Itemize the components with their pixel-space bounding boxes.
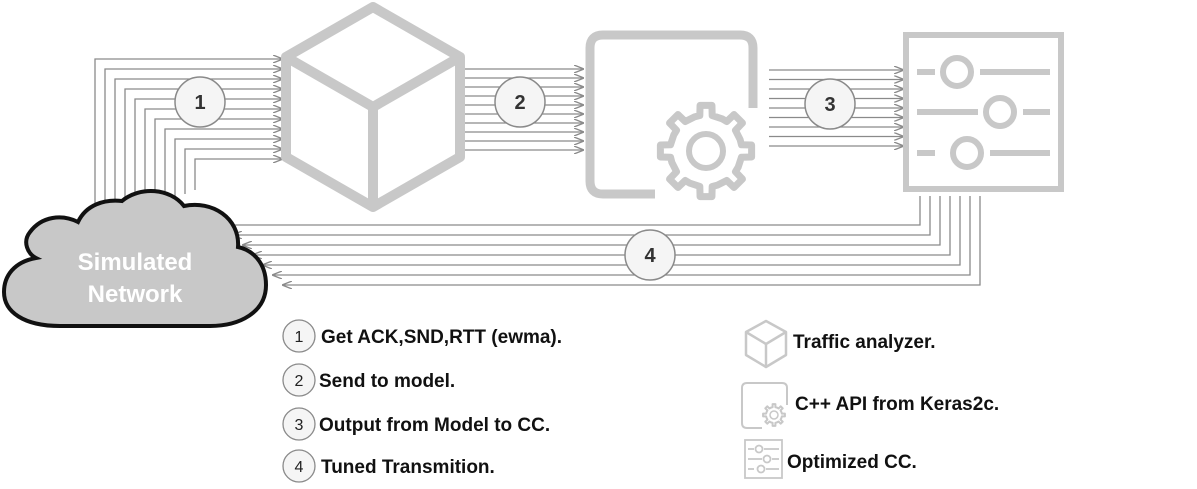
connector-line (154, 119, 282, 206)
legend-gear-text: C++ API from Keras2c. (795, 394, 999, 415)
gear-outline (762, 403, 786, 427)
cloud-label-line2: Network (88, 281, 183, 308)
connector-line (124, 89, 282, 218)
flow-step-1: 1 (174, 76, 226, 128)
flow-step-3-number: 3 (824, 94, 835, 116)
cloud-label-line1: Simulated (78, 249, 193, 276)
legend-step-1-number: 1 (295, 329, 304, 346)
legend-step-3: 3 Output from Model to CC. (282, 407, 550, 441)
gear-box-icon (585, 30, 758, 201)
flow-step-1-number: 1 (194, 92, 205, 114)
flow-step-2-number: 2 (514, 92, 525, 114)
connector-line (253, 196, 951, 255)
connector-line (104, 69, 282, 226)
flow-step-4: 4 (624, 229, 676, 281)
legend-cube-item: Traffic analyzer. (744, 319, 936, 369)
legend-step-2-number: 2 (295, 373, 304, 390)
connector-line (114, 79, 282, 222)
cube-icon (744, 319, 788, 369)
legend-step-4: 4 Tuned Transmition. (282, 449, 495, 483)
connector-line (164, 129, 282, 202)
legend-icons: Traffic analyzer. C++ API from Keras2c. (741, 319, 999, 479)
connector-line (174, 139, 282, 198)
connector-line (134, 99, 282, 214)
cube-icon (281, 2, 465, 212)
connector-line (233, 196, 931, 235)
connector-line (94, 59, 282, 230)
legend-sliders-text: Optimized CC. (787, 452, 917, 473)
connector-line (273, 196, 971, 275)
connector-line (243, 196, 941, 245)
legend-cube-text: Traffic analyzer. (793, 332, 936, 353)
connector-line (223, 196, 921, 225)
gear-box-icon (741, 382, 788, 429)
connector-bundle-4 (223, 196, 981, 285)
connector-line (263, 196, 961, 265)
flow-step-2: 2 (494, 76, 546, 128)
legend-step-1-text: Get ACK,SND,RTT (ewma). (321, 327, 562, 348)
connector-bundle-1 (94, 59, 282, 230)
gear-outline (656, 101, 756, 201)
flow-step-4-number: 4 (644, 245, 656, 267)
legend-step-2-text: Send to model. (319, 371, 455, 392)
legend-step-4-number: 4 (295, 459, 304, 476)
legend-gear-item: C++ API from Keras2c. (741, 382, 999, 429)
connector-line (184, 149, 282, 194)
connector-line (144, 109, 282, 210)
flow-step-3: 3 (804, 78, 856, 130)
legend-sliders-item: Optimized CC. (744, 439, 917, 479)
simulated-network-cloud: Simulated Network (1, 188, 269, 328)
legend-step-2: 2 Send to model. (282, 363, 455, 397)
legend-step-3-text: Output from Model to CC. (319, 415, 550, 436)
legend-steps: 1 Get ACK,SND,RTT (ewma). 2 Send to mode… (282, 319, 562, 483)
legend-step-3-number: 3 (295, 417, 304, 434)
connector-line (283, 196, 981, 285)
connector-line (194, 159, 282, 190)
legend-step-4-text: Tuned Transmition. (321, 457, 495, 478)
legend-step-1: 1 Get ACK,SND,RTT (ewma). (282, 319, 562, 353)
sliders-icon (744, 439, 783, 479)
sliders-icon (903, 32, 1064, 192)
